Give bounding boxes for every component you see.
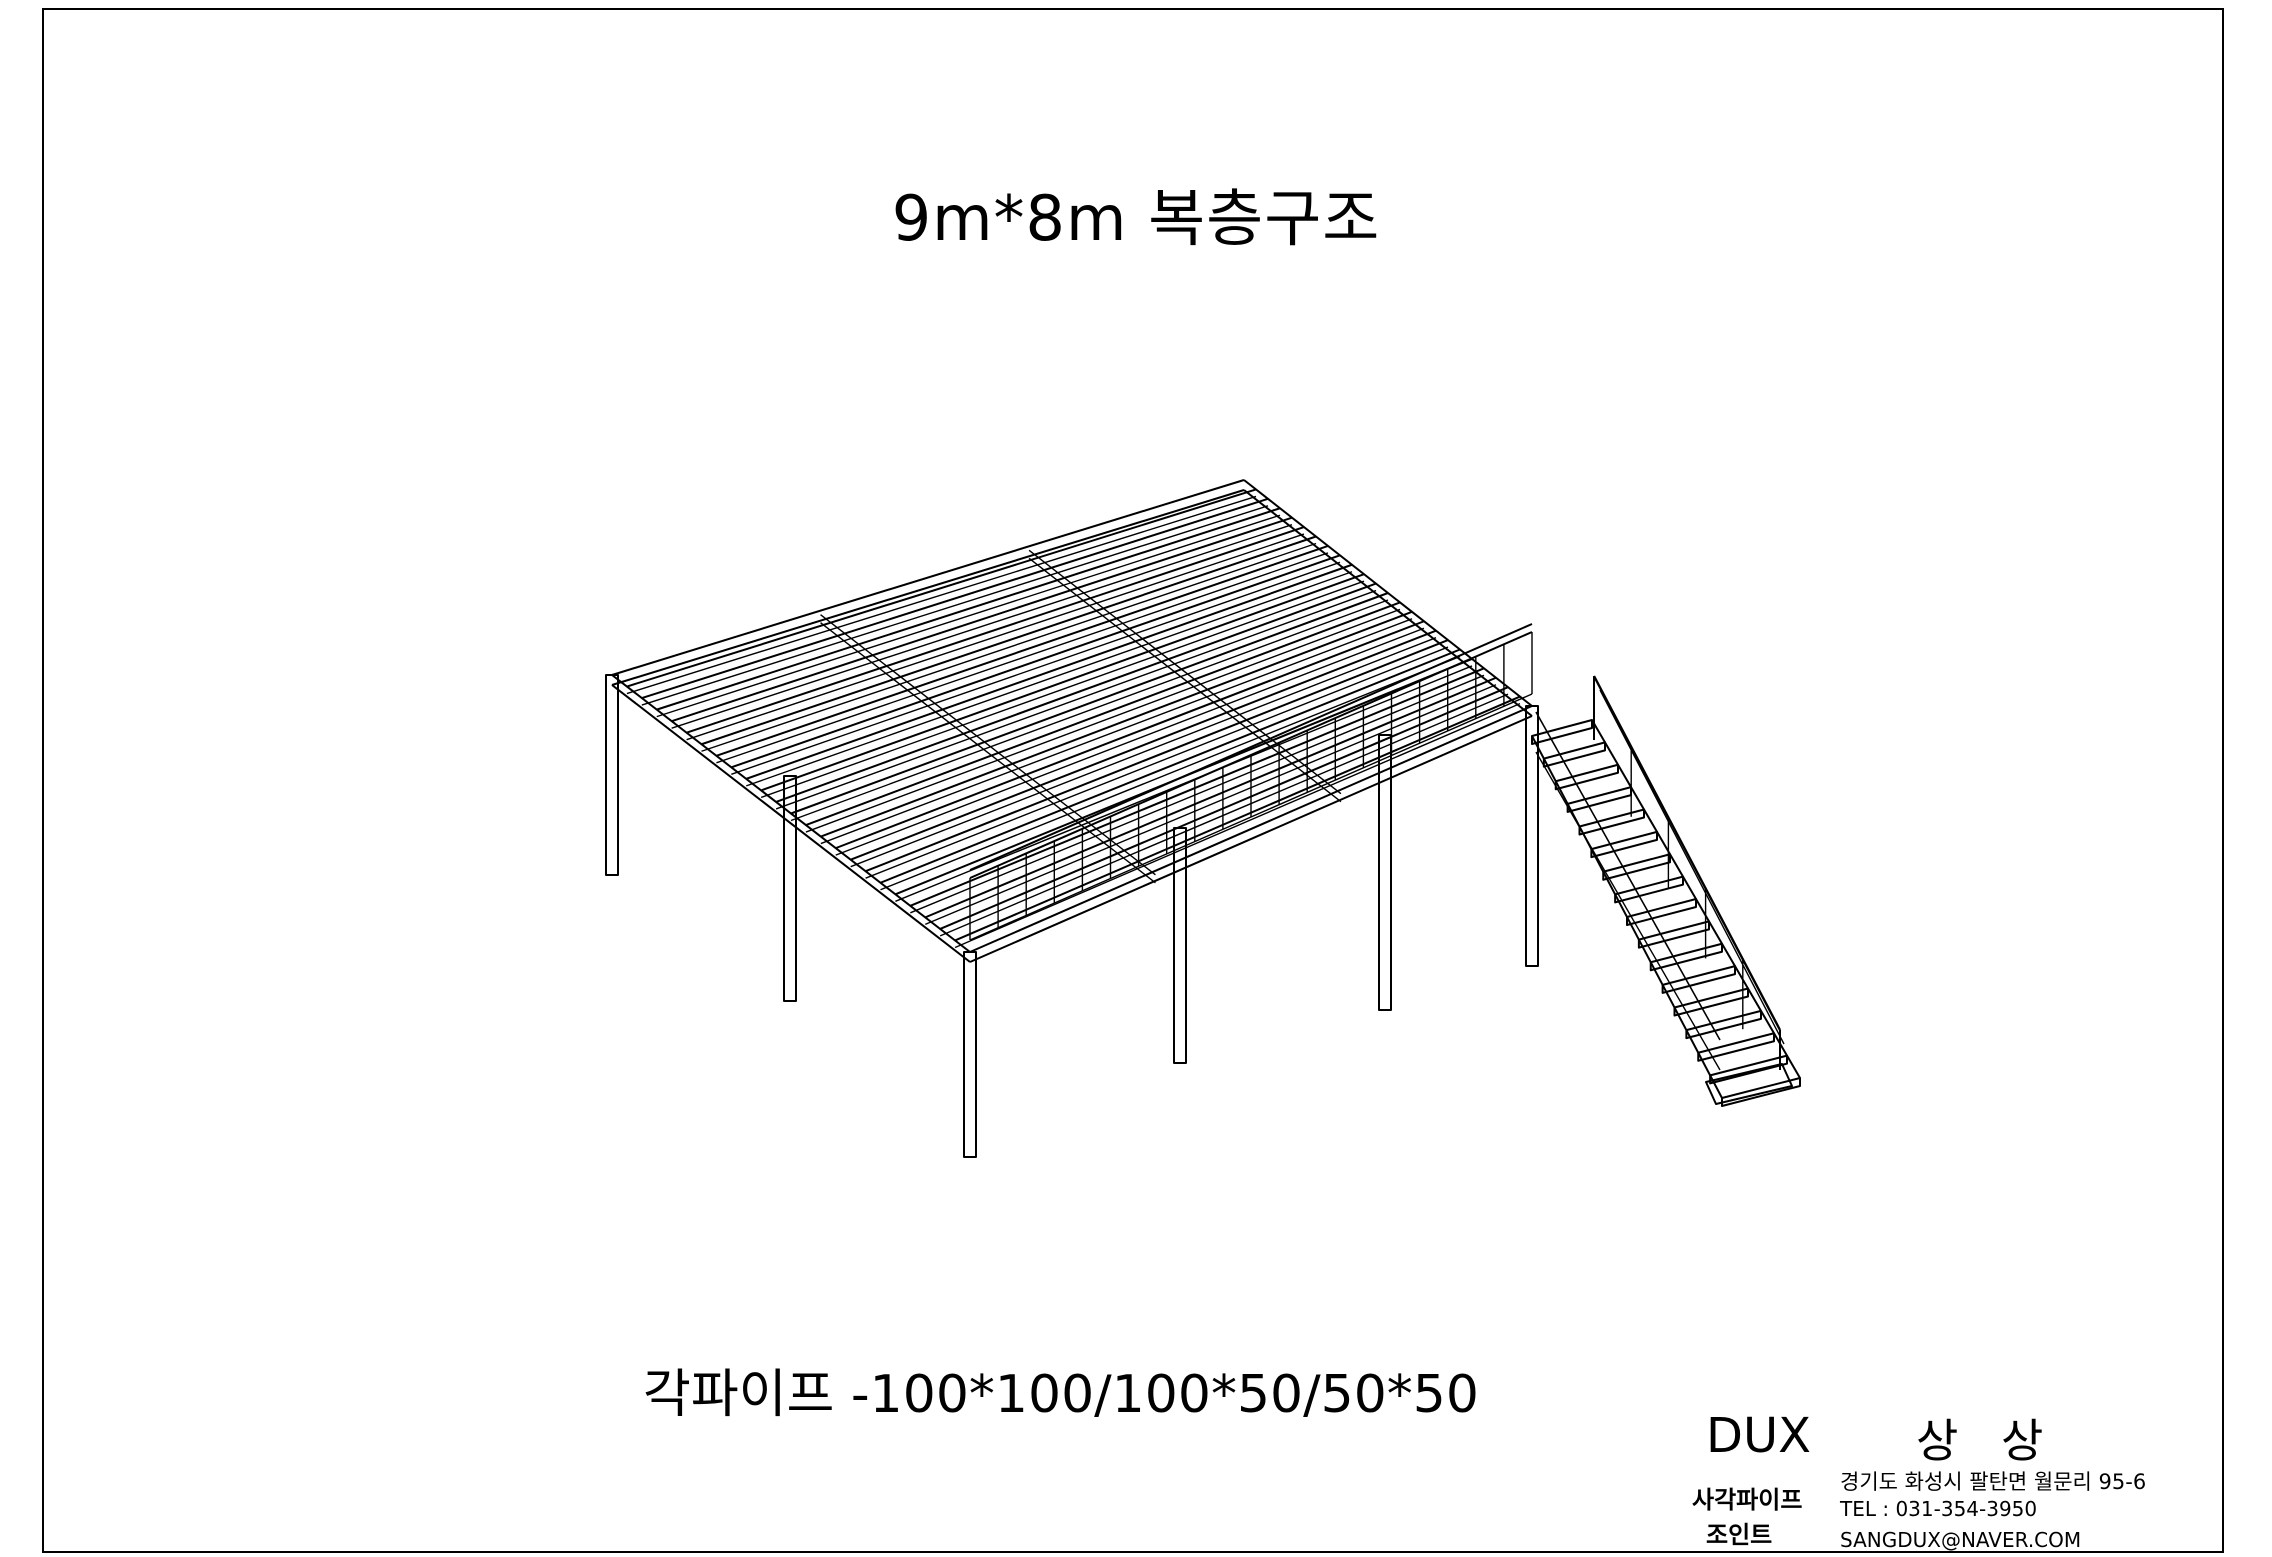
support-column xyxy=(605,674,619,876)
floor-joist-lower xyxy=(954,702,1521,949)
stair-handrail-inner xyxy=(1535,711,1721,1041)
floor-joist xyxy=(745,563,1353,780)
drawing-border xyxy=(42,8,2224,1553)
company-email: SANGDUX@NAVER.COM xyxy=(1840,1528,2082,1552)
stair-tread xyxy=(1578,808,1645,836)
floor-joist xyxy=(686,526,1305,734)
frame-beam-lower xyxy=(611,684,971,963)
stair-tread xyxy=(1626,898,1697,926)
frame-beam-lower xyxy=(969,715,1533,963)
stair-tread xyxy=(1566,786,1632,813)
stair-tread xyxy=(1673,987,1749,1017)
cross-girder xyxy=(1028,549,1342,795)
floor-joist-lower xyxy=(701,542,1317,752)
stair-landing xyxy=(1705,1063,1793,1105)
floor-joist-lower xyxy=(641,505,1269,706)
support-column xyxy=(1173,827,1187,1064)
floor-joist-lower xyxy=(820,618,1413,845)
floor-joist xyxy=(671,516,1293,723)
floor-joist-lower xyxy=(880,655,1461,891)
floor-joist xyxy=(790,592,1389,815)
floor-joist-lower xyxy=(790,599,1389,822)
floor-joist xyxy=(909,667,1485,907)
floor-joist xyxy=(939,686,1509,930)
floor-joist xyxy=(924,676,1497,919)
floor-joist xyxy=(731,554,1341,769)
drawing-title: 9m*8m 복층구조 xyxy=(891,182,1381,255)
floor-joist-lower xyxy=(805,608,1401,833)
stair-tread xyxy=(1721,1077,1801,1107)
floor-joist-lower xyxy=(671,524,1293,729)
floor-joist xyxy=(865,639,1449,873)
floor-joist-lower xyxy=(850,637,1437,868)
company-address: 경기도 화성시 팔탄면 월문리 95-6 xyxy=(1840,1470,2147,1494)
support-column xyxy=(1378,734,1392,1011)
floor-joist-lower xyxy=(686,533,1305,741)
floor-joist xyxy=(835,620,1425,850)
floor-joist xyxy=(850,629,1437,861)
stair-tread xyxy=(1602,853,1671,881)
floor-joist xyxy=(641,497,1269,700)
cross-girder-lower xyxy=(820,622,1156,884)
stair-tread xyxy=(1649,942,1723,972)
floor-joist-lower xyxy=(939,693,1509,937)
cross-girder xyxy=(820,614,1156,876)
floor-joist-lower xyxy=(656,514,1281,718)
product-label-line2: 조인트 xyxy=(1706,1521,1773,1549)
floor-joist xyxy=(760,573,1365,792)
brand-logo-text: DUX xyxy=(1706,1408,1811,1464)
stair-tread xyxy=(1590,830,1658,859)
floor-joist xyxy=(805,601,1401,826)
support-column xyxy=(1525,705,1539,967)
floor-joist xyxy=(775,582,1377,803)
product-label-line1: 사각파이프 xyxy=(1692,1486,1803,1514)
brand-korean-name: 상 상 xyxy=(1916,1414,2058,1468)
floor-joist-lower xyxy=(910,674,1485,914)
stair-tread xyxy=(1637,920,1710,949)
company-phone: TEL : 031-354-3950 xyxy=(1840,1497,2038,1521)
floor-joist-lower xyxy=(924,684,1497,926)
stair-tread xyxy=(1531,719,1593,745)
stair-tread xyxy=(1685,1009,1762,1040)
floor-joist xyxy=(656,507,1281,711)
stair-midrail-inner xyxy=(1535,751,1721,1071)
floor-joist-lower xyxy=(835,627,1425,856)
stair-tread xyxy=(1661,965,1736,994)
stair-tread xyxy=(1554,763,1619,791)
railing-top-rail xyxy=(969,623,1533,871)
stair-tread xyxy=(1697,1032,1775,1062)
floor-joist-lower xyxy=(746,571,1353,787)
floor-joist xyxy=(880,648,1461,884)
stair-handrail-top xyxy=(1592,675,1782,1031)
floor-joist-lower xyxy=(775,589,1377,810)
cross-girder-lower xyxy=(1028,557,1342,803)
support-column xyxy=(783,775,797,1002)
floor-joist xyxy=(820,610,1413,838)
frame-beam xyxy=(611,479,1245,676)
pipe-spec-label: 각파이프 -100*100/100*50/50*50 xyxy=(643,1365,1479,1425)
floor-joist-lower xyxy=(865,646,1449,879)
floor-joist-lower xyxy=(626,495,1257,695)
floor-joist-lower xyxy=(716,552,1329,764)
floor-joist-lower xyxy=(760,580,1365,799)
stair-tread xyxy=(1542,741,1606,768)
stair-tread xyxy=(1614,875,1684,904)
frame-beam xyxy=(969,705,1533,953)
floor-joist xyxy=(626,488,1257,688)
floor-joist-lower xyxy=(731,561,1341,775)
frame-beam-lower xyxy=(611,489,1245,686)
support-column xyxy=(963,951,977,1158)
frame-beam-lower xyxy=(1243,489,1533,717)
floor-joist xyxy=(716,544,1329,757)
floor-joist xyxy=(701,535,1317,746)
floor-joist xyxy=(954,695,1521,942)
